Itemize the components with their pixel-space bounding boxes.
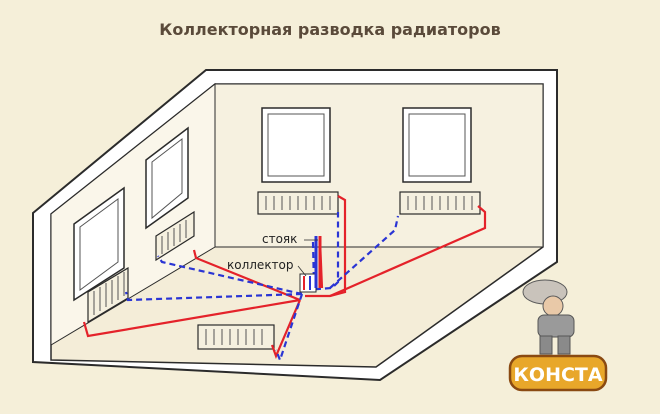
window-back-left [261, 107, 331, 183]
manifold-leader [297, 265, 307, 277]
radiator-left-far [155, 210, 195, 262]
logo-badge [508, 354, 608, 392]
radiator-back-right [399, 191, 481, 215]
diagram-title: Коллекторная разводка радиаторов [159, 20, 501, 39]
worker-mascot-icon [522, 279, 575, 355]
manifold-label: коллектор [227, 258, 294, 272]
konsta-logo: КОНСТА [508, 279, 608, 392]
radiator-back-left [257, 191, 339, 215]
window-back-right [402, 107, 472, 183]
logo-text: КОНСТА [513, 364, 602, 386]
riser [314, 236, 322, 288]
riser-label: стояк [262, 232, 297, 246]
manifold [299, 273, 317, 293]
window-left-far [145, 126, 189, 230]
window-left-near [73, 186, 125, 302]
return-pipes [124, 212, 400, 364]
radiator-left-near [87, 266, 129, 324]
radiator-floor-front [197, 324, 275, 350]
